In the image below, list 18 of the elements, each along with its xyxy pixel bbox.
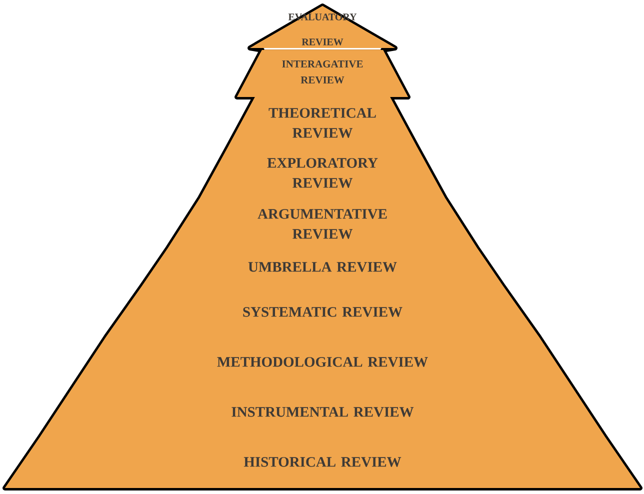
pyramid-tier: METHODOLOGICAL REVIEW [73, 337, 572, 387]
node-label: EXPLORATORY REVIEW [267, 158, 378, 188]
pyramid-tier: THEORETICAL REVIEW [228, 97, 417, 147]
node-label: METHODOLOGICAL REVIEW [217, 357, 428, 367]
pyramid-tier: INSTRUMENTAL REVIEW [40, 387, 605, 437]
node-label: UMBRELLA REVIEW [248, 262, 397, 272]
pyramid-tier: SYSTEMATIC REVIEW [106, 286, 539, 337]
pyramid-tier: EXPLORATORY REVIEW [200, 147, 445, 198]
node-label: INTERAGATIVE REVIEW [282, 60, 363, 84]
node-label: HISTORICAL REVIEW [244, 457, 402, 467]
node-label: SYSTEMATIC REVIEW [243, 307, 402, 317]
pyramid-tier: ARGUMENTATIVE REVIEW [168, 198, 477, 248]
node-label: INSTRUMENTAL REVIEW [232, 407, 414, 417]
pyramid-tier: HISTORICAL REVIEW [5, 437, 640, 488]
node-label: ARGUMENTATIVE REVIEW [258, 209, 387, 239]
pyramid-tier: UMBRELLA REVIEW [142, 248, 503, 286]
node-label: THEORETICAL REVIEW [268, 108, 376, 138]
pyramid-tier: INTERAGATIVE REVIEW [237, 50, 408, 97]
